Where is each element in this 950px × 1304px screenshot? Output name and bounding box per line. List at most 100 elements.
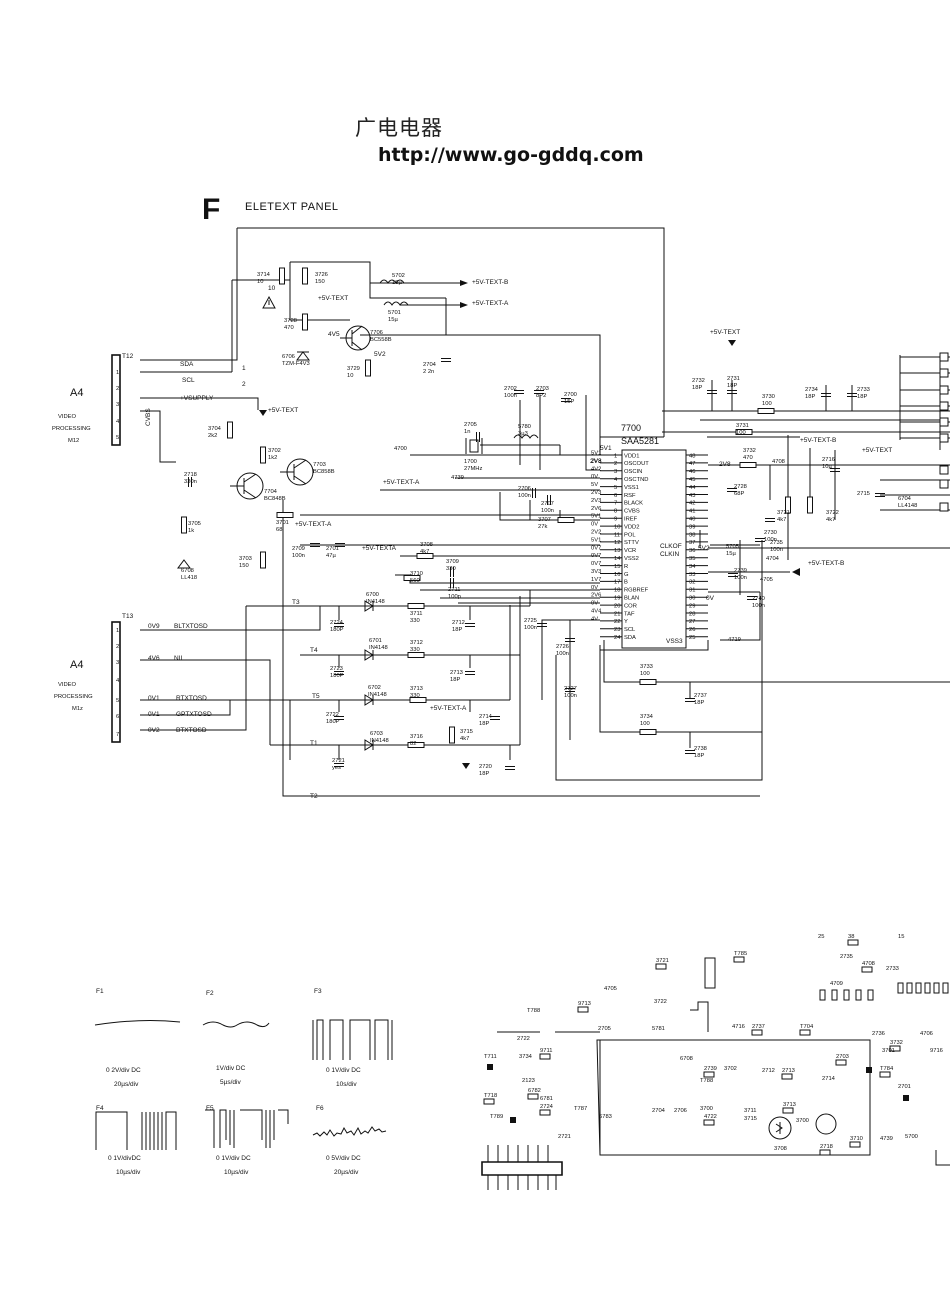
watermark-chinese: 广电电器 (355, 116, 443, 140)
ic-left-pin-num: 7 (614, 501, 617, 507)
component-ref: 2721 (332, 758, 345, 764)
pcb-pad (782, 1107, 794, 1114)
ic-pin-voltage: 0V7 (591, 545, 601, 551)
component-value: 100n (292, 553, 305, 559)
ic-right-label-vss3: VSS3 (666, 638, 683, 645)
pcb-part-label: 2739 (704, 1066, 717, 1072)
waveform-f2-scale: 1V/div DC (216, 1065, 246, 1072)
pcb-pad (861, 966, 873, 973)
rail-arrows (259, 280, 800, 769)
ic-left-pin-num: 10 (614, 524, 620, 530)
resistor-body (302, 267, 308, 285)
rail-5v-text-a-top: +5V-TEXT-A (472, 300, 509, 307)
t13-signal-btxtosd: BTXTOSD (176, 727, 207, 734)
pcb-part-label: 3732 (890, 1040, 903, 1046)
component-value: 8P2 (536, 393, 546, 399)
pcb-part-label: 2701 (898, 1084, 911, 1090)
t13-pin-4: 4 (116, 678, 120, 684)
ic-left-pin-num: 2 (614, 461, 617, 467)
component-ref: 3729 (347, 366, 360, 372)
pcb-part-label: T789 (490, 1114, 503, 1120)
ic-left-pin-label: SCL (624, 627, 636, 633)
ic-ref: 7700 (621, 423, 641, 433)
component-value: 27MHz (464, 466, 482, 472)
component-ref: 2718 (184, 472, 197, 478)
component-4700: 4700 (394, 446, 407, 452)
misc-4v5: 4V5 (328, 331, 340, 338)
resistor-body (757, 408, 775, 414)
ic-left-pin-label: COR (624, 603, 637, 609)
component-value: 100n (734, 575, 747, 581)
component-ref: 2738 (694, 746, 707, 752)
capacitor-plates (547, 495, 551, 505)
pcb-pad (527, 1093, 539, 1100)
pcb-part-label: 3702 (724, 1066, 737, 1072)
waveform-f6-time: 20µs/div (334, 1169, 359, 1176)
component-value: 470 (284, 325, 294, 331)
pcb-part-label: 3734 (519, 1054, 533, 1060)
component-value: 68 (276, 527, 282, 533)
component-ref: 6704 (898, 496, 912, 502)
pcb-part-label: 2733 (886, 966, 899, 972)
t13-pin-7: 7 (116, 732, 119, 738)
component-ref: 7703 (313, 462, 326, 468)
warning-triangle-icon (262, 295, 276, 309)
capacitor-plates (727, 390, 737, 394)
ic-pin-voltage: 2V3 (591, 498, 601, 504)
pcb-part-label: T787 (574, 1106, 587, 1112)
component-ref: 2722 (326, 712, 339, 718)
component-ref: 2704 (423, 362, 437, 368)
ic-pin-voltage: 5V (591, 482, 598, 488)
ic-left-pin-num: 14 (614, 556, 621, 562)
component-value: BC848B (264, 496, 286, 502)
component-value: LL4148 (898, 503, 917, 509)
waveform-f1-time: 20µs/div (114, 1081, 139, 1088)
resistor-body (407, 652, 425, 658)
misc-5v1: 5V1 (600, 445, 612, 452)
component-value: 100 (640, 671, 650, 677)
component-4705: 4705 (760, 577, 773, 583)
component-value: 100n (504, 393, 517, 399)
component-ref: 2713 (450, 670, 463, 676)
ic-left-pin-num: 19 (614, 596, 620, 602)
component-ref: 3732 (743, 448, 756, 454)
resistor-body (276, 512, 294, 518)
pcb-part-label: T788 (700, 1078, 713, 1084)
pcb-part-label: 9713 (578, 1001, 591, 1007)
capacitor-plates (847, 393, 857, 397)
pcb-part-label: 3700 (700, 1106, 713, 1112)
resistor-body (416, 553, 434, 559)
component-value: 2k2 (208, 433, 217, 439)
misc-10: 10 (268, 285, 276, 292)
component-value: 4k7 (777, 517, 786, 523)
transistor-7706-symbol (340, 325, 371, 351)
component-value: 180P (326, 719, 340, 725)
misc-5v2: 5V2 (698, 545, 710, 552)
waveform-f3-scale: 0 1V/div DC (326, 1067, 361, 1074)
resistor-body (227, 421, 233, 439)
component-ref: 3713 (410, 686, 423, 692)
component-ref: 2707 (541, 501, 554, 507)
resistor-body (403, 575, 421, 581)
ic-left-pin-label: OSCTND (624, 477, 648, 483)
component-ref: 2724 (330, 620, 344, 626)
ic-left-pin-label: VDD2 (624, 524, 639, 530)
t12-pin-1: 1 (116, 370, 119, 376)
component-ref: 4700 (394, 446, 407, 452)
component-value: 18P (857, 394, 867, 400)
component-ref: 4705 (760, 577, 773, 583)
component-value: 330 (410, 618, 420, 624)
t12-pin-5: 5 (116, 435, 119, 441)
